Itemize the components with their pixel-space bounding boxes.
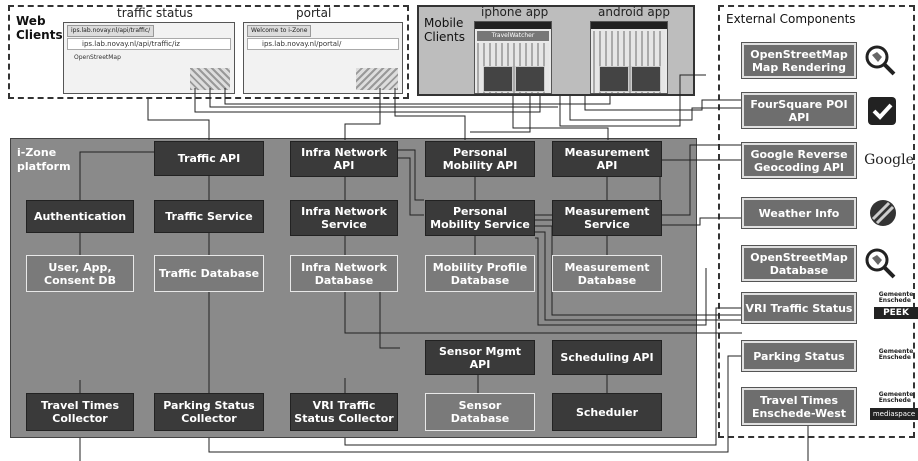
personal-mobility-service-box: Personal Mobility Service	[425, 200, 535, 236]
android-app-caption: android app	[598, 5, 670, 19]
traffic-status-screenshot: ips.lab.novay.nl/api/traffic/ ips.lab.no…	[63, 22, 235, 94]
traffic-status-tab: ips.lab.novay.nl/api/traffic/	[67, 25, 155, 37]
google-reverse-geocoding-box: Google Reverse Geocoding API	[742, 143, 856, 178]
mobile-clients-label: Mobile Clients	[424, 16, 465, 44]
external-components-region	[718, 5, 915, 438]
iphone-app-tile-1	[483, 66, 513, 92]
travel-times-enschede-west-box: Travel Times Enschede-West	[742, 388, 856, 425]
traffic-service-box: Traffic Service	[154, 200, 264, 233]
traffic-database-box: Traffic Database	[154, 255, 264, 292]
infra-network-database-box: Infra Network Database	[290, 255, 398, 292]
osm-database-box: OpenStreetMap Database	[742, 246, 856, 281]
portal-screenshot: Welcome to i-Zone ips.lab.novay.nl/porta…	[243, 22, 403, 94]
web-clients-region	[8, 5, 409, 99]
gemeente-logo-1: Gemeente Enschede	[878, 291, 914, 304]
user-app-consent-db-box: User, App, Consent DB	[26, 255, 134, 292]
platform-label: i-Zone platform	[17, 146, 71, 173]
google-logo: Google	[864, 152, 914, 168]
web-clients-label: Web Clients	[16, 14, 63, 42]
measurement-database-box: Measurement Database	[552, 255, 662, 292]
osm-logo-icon	[862, 42, 898, 78]
weather-logo-icon	[868, 198, 898, 228]
measurement-api-box: Measurement API	[552, 141, 662, 177]
weather-info-box: Weather Info	[742, 198, 856, 228]
scheduling-api-box: Scheduling API	[552, 340, 662, 375]
iphone-app-screenshot: TravelWatcher	[474, 21, 552, 94]
parking-status-collector-box: Parking Status Collector	[154, 393, 264, 431]
mobility-profile-database-box: Mobility Profile Database	[425, 255, 535, 292]
parking-status-box: Parking Status	[742, 341, 856, 371]
foursquare-poi-api-box: FourSquare POI API	[742, 93, 856, 128]
external-components-label: External Components	[726, 12, 856, 26]
personal-mobility-api-box: Personal Mobility API	[425, 141, 535, 177]
sensor-database-box: Sensor Database	[425, 393, 535, 431]
mediaspace-logo: mediaspace	[870, 408, 918, 420]
sensor-mgmt-api-box: Sensor Mgmt API	[425, 340, 535, 375]
iphone-app-caption: iphone app	[481, 5, 549, 19]
authentication-box: Authentication	[26, 200, 134, 233]
foursquare-logo-icon	[866, 95, 898, 127]
infra-network-service-box: Infra Network Service	[290, 200, 398, 236]
traffic-status-map-label: OpenStreetMap	[74, 54, 121, 61]
scheduler-box: Scheduler	[552, 393, 662, 431]
traffic-status-url: ips.lab.novay.nl/api/traffic/iz	[67, 38, 231, 50]
infra-network-api-box: Infra Network API	[290, 141, 398, 177]
portal-thumbnail-image	[356, 68, 398, 90]
traffic-api-box: Traffic API	[154, 141, 264, 176]
traffic-map-thumbnail	[190, 68, 230, 90]
measurement-service-box: Measurement Service	[552, 200, 662, 236]
osm-map-rendering-box: OpenStreetMap Map Rendering	[742, 43, 856, 78]
iphone-app-tile-2	[515, 66, 545, 92]
gemeente-logo-2: Gemeente Enschede	[878, 348, 914, 361]
android-app-screenshot	[590, 21, 668, 94]
iphone-app-title: TravelWatcher	[477, 31, 549, 41]
peek-logo: PEEK	[874, 307, 918, 319]
travel-times-collector-box: Travel Times Collector	[26, 393, 134, 431]
vri-traffic-status-box: VRI Traffic Status	[742, 293, 856, 323]
traffic-status-caption: traffic status	[117, 6, 193, 20]
portal-tab: Welcome to i-Zone	[247, 25, 312, 37]
osm-database-logo-icon	[862, 245, 898, 281]
portal-caption: portal	[296, 6, 332, 20]
gemeente-logo-3: Gemeente Enschede	[878, 391, 914, 404]
android-app-tile-1	[599, 66, 629, 92]
vri-traffic-status-collector-box: VRI Traffic Status Collector	[290, 393, 398, 431]
portal-url: ips.lab.novay.nl/portal/	[247, 38, 399, 50]
android-app-tile-2	[631, 66, 661, 92]
